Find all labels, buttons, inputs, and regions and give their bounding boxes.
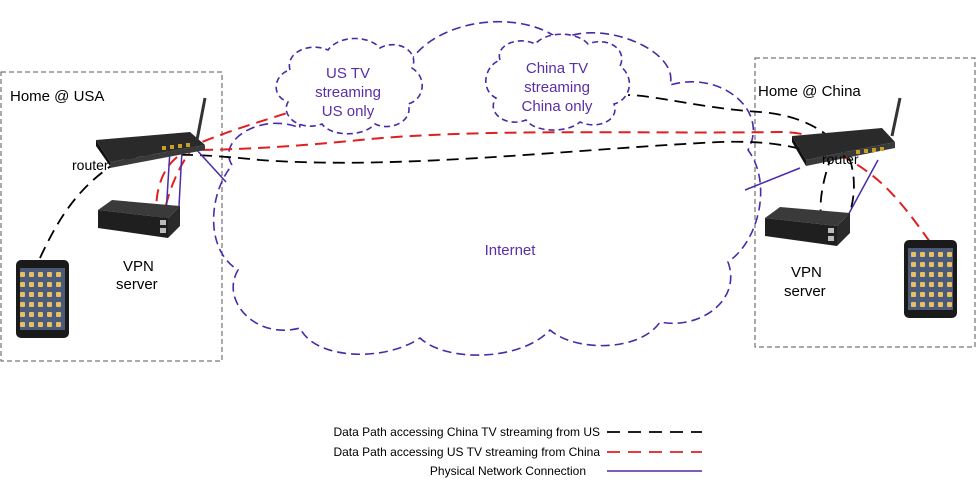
china-vpn-label-line1: VPN [791,264,822,281]
legend-label-red: Data Path accessing US TV streaming from… [333,445,600,459]
usa-router-internet-link [194,147,227,183]
china-tv-line3: China only [521,98,593,115]
legend-label-black: Data Path accessing China TV streaming f… [333,425,600,439]
usa-vpn-label-line1: VPN [123,258,154,275]
usa-tablet-icon [16,260,69,338]
us-tv-line1: US TV [326,65,370,82]
china-router-icon [792,97,902,166]
china-vpn-server-icon [765,207,850,246]
china-tablet-icon [904,240,957,318]
china-tv-cloud [485,33,631,131]
home-china-label: Home @ China [758,83,861,100]
usa-vpn-server-icon [98,200,180,238]
china-tv-cloud-label: China TV streaming China only [508,59,606,116]
home-usa-box [0,71,223,362]
internet-label: Internet [484,242,536,259]
us-tv-line2: streaming [315,84,381,101]
china-vpn-label-line2: server [784,283,826,300]
us-tv-line3: US only [321,103,375,120]
us-tv-cloud [275,37,423,135]
china-router-internet-link [744,167,801,191]
us-tv-cloud-label: US TV streaming US only [300,64,396,121]
china-router-label: router [822,151,859,167]
usa-vpn-label-line2: server [116,276,158,293]
china-tv-line1: China TV [525,60,589,77]
legend-label-physical: Physical Network Connection [429,464,586,478]
home-china-box [754,57,976,348]
usa-router-label: router [72,157,109,173]
usa-router-icon [96,97,207,168]
home-usa-label: Home @ USA [10,88,105,105]
china-tv-line2: streaming [524,79,590,96]
